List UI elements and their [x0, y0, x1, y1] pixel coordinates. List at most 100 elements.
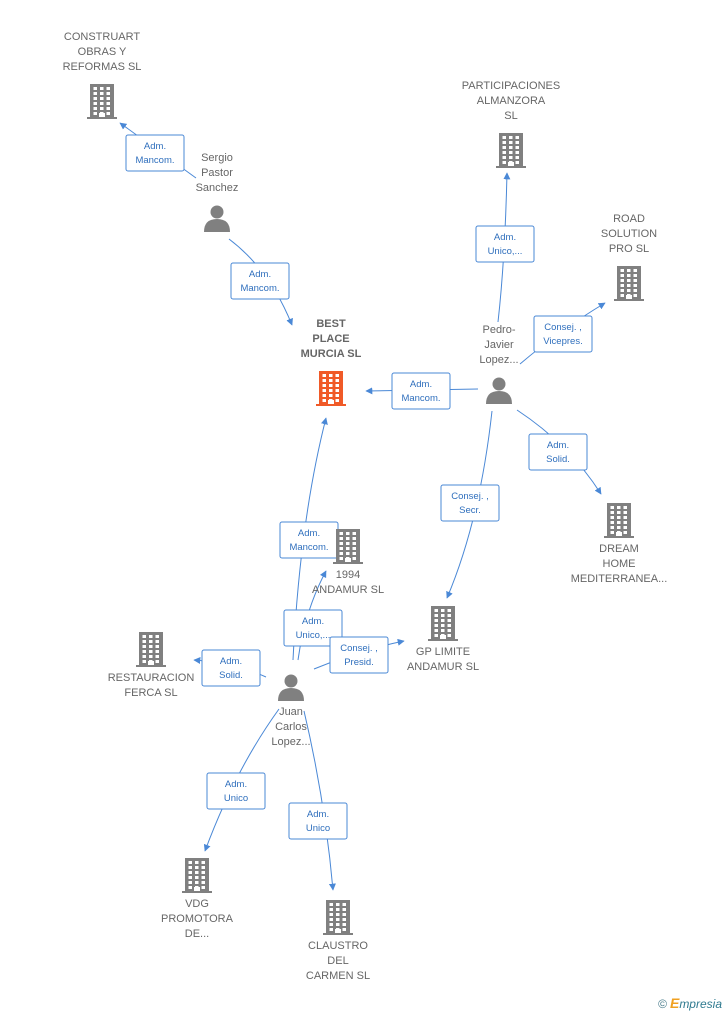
edge-label-line: Consej. , — [340, 643, 378, 654]
building-icon[interactable] — [182, 858, 212, 893]
edge-pedro-to-dream-home: Adm.Solid. — [516, 409, 602, 495]
brand-footer: ©Empresia — [658, 995, 722, 1011]
edge-label-line: Vicepres. — [543, 336, 582, 347]
edge-pedro-to-road-solution: Consej. , Vicepres. — [519, 302, 606, 365]
node-label-line: CLAUSTRO — [308, 940, 368, 952]
person-icon[interactable] — [486, 377, 512, 405]
edge-label-box[interactable] — [475, 225, 535, 263]
node-label-line: DEL — [327, 955, 348, 967]
node-label-line: VDG — [185, 898, 209, 910]
node-label-line: FERCA SL — [124, 687, 177, 699]
node-label-line: DREAM — [599, 543, 639, 555]
edge-pedro-to-gp-limite: Consej. , Secr. — [440, 410, 500, 599]
edge-label-line: Unico — [224, 793, 248, 804]
building-icon[interactable] — [496, 133, 526, 168]
edge-label-line: Presid. — [344, 657, 374, 668]
node-label-line: Pastor — [201, 167, 233, 179]
edge-label-box[interactable] — [201, 649, 261, 687]
edge-label-box[interactable] — [288, 802, 348, 840]
edge-label-line: Adm. — [249, 269, 271, 280]
edge-label-box[interactable] — [125, 134, 185, 172]
node-label-line: Carlos — [275, 721, 307, 733]
edge-label-line: Adm. — [547, 440, 569, 451]
edge-label-line: Mancom. — [240, 283, 279, 294]
edge-label-box[interactable] — [283, 609, 343, 647]
node-label-line: Pedro- — [482, 324, 515, 336]
edge-juan-to-andamur-1994: Adm. Unico,... — [283, 570, 343, 661]
node-label-line: GP LIMITE — [416, 646, 470, 658]
edge-pedro-to-best-place: Adm.Mancom. — [365, 372, 479, 410]
building-icon[interactable] — [428, 606, 458, 641]
edge-label-box[interactable] — [391, 372, 451, 410]
node-dream-home[interactable]: DREAMHOMEMEDITERRANEA... — [571, 503, 668, 585]
building-icon[interactable] — [87, 84, 117, 119]
edge-label-line: Unico,... — [296, 630, 331, 641]
node-best-place[interactable]: BEST PLACE MURCIA SL — [301, 318, 362, 406]
edge-label-line: Unico — [306, 823, 330, 834]
building-icon[interactable] — [316, 371, 346, 406]
edge-juan-to-gp-limite: Consej. , Presid. — [313, 636, 405, 674]
node-label-line: PLACE — [312, 333, 349, 345]
edge-label-line: Consej. , — [451, 491, 489, 502]
node-label-line: Juan — [279, 706, 303, 718]
node-label-line: CARMEN SL — [306, 970, 370, 982]
edge-label-line: Adm. — [298, 528, 320, 539]
brand-name: mpresia — [679, 997, 722, 1011]
edge-label-box[interactable] — [230, 262, 290, 300]
edge-label-box[interactable] — [206, 772, 266, 810]
node-pedro[interactable]: Pedro- JavierLopez... — [479, 324, 519, 405]
edge-juan-to-best-place: Adm.Mancom. — [279, 417, 339, 661]
node-label-line: RESTAURACION — [108, 672, 195, 684]
brand-initial: E — [669, 995, 680, 1011]
edge-juan-to-claustro: Adm. Unico — [288, 710, 348, 891]
edge-sergio-to-best-place: Adm. Mancom. — [228, 238, 293, 326]
node-juan[interactable]: JuanCarlosLopez... — [271, 674, 311, 749]
node-label-line: MURCIA SL — [301, 348, 362, 360]
node-label-line: ALMANZORA — [477, 95, 546, 107]
edge-label-line: Unico,... — [488, 246, 523, 257]
node-label-line: BEST — [316, 318, 346, 330]
building-icon[interactable] — [614, 266, 644, 301]
node-label-line: ANDAMUR SL — [312, 584, 384, 596]
edge-label-line: Secr. — [459, 505, 481, 516]
edge-label-box[interactable] — [329, 636, 389, 674]
edge-label-line: Solid. — [219, 670, 243, 681]
edge-label-line: Mancom. — [401, 393, 440, 404]
edge-label-line: Adm. — [302, 616, 324, 627]
edge-label-line: Adm. — [307, 809, 329, 820]
node-label-line: HOME — [603, 558, 636, 570]
edge-label-line: Adm. — [494, 232, 516, 243]
node-label-line: PROMOTORA — [161, 913, 234, 925]
edge-label-box[interactable] — [528, 433, 588, 471]
building-icon[interactable] — [323, 900, 353, 935]
node-label-line: DE... — [185, 928, 209, 940]
node-vdg[interactable]: VDG PROMOTORA DE... — [161, 858, 234, 940]
edge-juan-to-vdg: Adm.Unico — [203, 708, 280, 852]
node-label-line: Javier — [484, 339, 514, 351]
building-icon[interactable] — [136, 632, 166, 667]
node-label-line: SL — [504, 110, 517, 122]
person-icon[interactable] — [204, 205, 230, 233]
node-label-line: CONSTRUART — [64, 31, 140, 43]
edge-label-line: Consej. , — [544, 322, 582, 333]
edge-juan-to-restauracion: Adm. Solid. — [193, 649, 267, 687]
building-icon[interactable] — [333, 529, 363, 564]
edges-layer: Adm.Mancom.Adm.Mancom.Adm.Unico,...Conse… — [119, 122, 606, 891]
edge-label-box[interactable] — [533, 315, 593, 353]
edge-sergio-to-construart: Adm.Mancom. — [119, 122, 197, 179]
node-restauracion[interactable]: RESTAURACION FERCA SL — [108, 632, 195, 699]
edge-label-line: Adm. — [144, 141, 166, 152]
edge-label-line: Adm. — [220, 656, 242, 667]
node-label-line: Lopez... — [479, 354, 518, 366]
edge-label-box[interactable] — [440, 484, 500, 522]
node-claustro[interactable]: CLAUSTRO DEL CARMEN SL — [306, 900, 370, 982]
person-icon[interactable] — [278, 674, 304, 702]
building-icon[interactable] — [604, 503, 634, 538]
